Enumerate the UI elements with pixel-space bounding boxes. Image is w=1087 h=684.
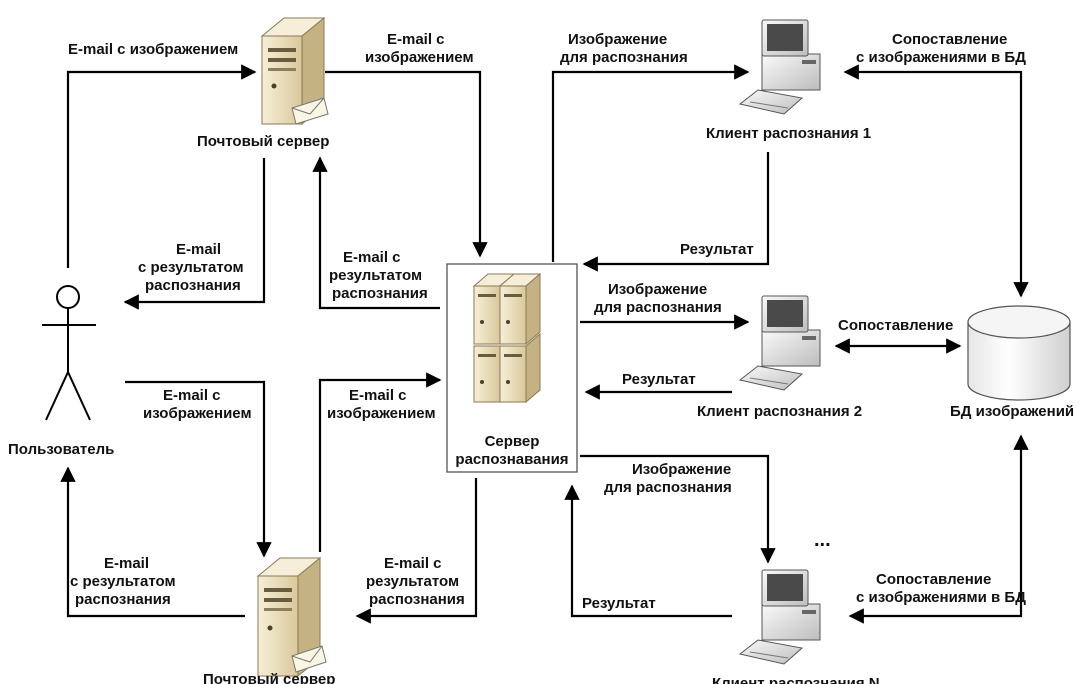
edge-label-mail-top-to-user-1: E-mail: [176, 241, 221, 258]
node-label-client-2: Клиент распознания 2: [697, 403, 862, 420]
node-label-client-n: Клиент распознания N: [712, 675, 880, 684]
client-1-computer-icon: [738, 19, 821, 115]
edge-label-server-to-client-n-2: для распознания: [604, 479, 732, 496]
arrow-client-1-result: [582, 152, 770, 272]
user-icon: [42, 285, 96, 421]
node-label-mail-server-top: Почтовый сервер: [197, 133, 329, 150]
ellipsis-more-clients: ...: [814, 529, 831, 551]
node-label-recognition-server-2: распознавания: [455, 451, 568, 468]
edge-label-server-to-client-1-1: Изображение: [568, 31, 667, 48]
node-label-client-1: Клиент распознания 1: [706, 125, 871, 142]
edge-label-mail-bottom-to-user-3: распознания: [75, 591, 171, 608]
edge-label-client-n-db-2: с изображениями в БД: [856, 589, 1026, 606]
edge-label-mail-bottom-to-server-2: изображением: [327, 405, 436, 422]
node-label-database: БД изображений: [950, 403, 1074, 420]
edge-label-server-to-mail-top-3: распознания: [332, 285, 428, 302]
node-label-user: Пользователь: [8, 441, 114, 458]
edge-label-server-to-client-1-2: для распознания: [560, 49, 688, 66]
edge-label-client-1-db-2: с изображениями в БД: [856, 49, 1026, 66]
recognition-server-icon: [472, 272, 542, 404]
arrow-server-to-mail-top: [312, 156, 440, 310]
edge-label-mail-bottom-to-user-2: с результатом: [70, 573, 176, 590]
edge-label-mail-top-to-user-2: с результатом: [138, 259, 244, 276]
edge-label-server-to-mail-top-2: результатом: [329, 267, 422, 284]
edge-label-server-to-client-n-1: Изображение: [632, 461, 731, 478]
edge-label-user-to-mail-bottom-2: изображением: [143, 405, 252, 422]
edge-label-server-to-mail-bottom-3: распознания: [369, 591, 465, 608]
edge-label-client-n-result: Результат: [582, 595, 656, 612]
edge-label-server-to-mail-bottom-2: результатом: [366, 573, 459, 590]
edge-label-mail-top-to-server-1: E-mail с: [387, 31, 445, 48]
arrow-server-to-mail-bottom: [355, 478, 478, 624]
arrow-mail-top-to-server: [325, 70, 488, 258]
edge-label-server-to-client-2-1: Изображение: [608, 281, 707, 298]
client-2-computer-icon: [738, 295, 821, 391]
arrow-client-1-db: [843, 64, 1029, 298]
edge-label-mail-top-to-server-2: изображением: [365, 49, 474, 66]
edge-label-client-1-db-1: Сопоставление: [892, 31, 1007, 48]
edge-label-user-to-mail-bottom-1: E-mail с: [163, 387, 221, 404]
arrow-client-n-result: [564, 484, 732, 618]
mail-server-bottom-icon: [256, 556, 327, 678]
arrow-user-to-mail-bottom: [125, 380, 272, 558]
arrow-server-to-client-n: [580, 454, 776, 564]
arrow-mail-bottom-to-user: [60, 466, 245, 618]
edge-label-client-1-result: Результат: [680, 241, 754, 258]
edge-label-client-2-db: Сопоставление: [838, 317, 953, 334]
edge-label-mail-top-to-user-3: распознания: [145, 277, 241, 294]
edge-label-server-to-mail-bottom-1: E-mail с: [384, 555, 442, 572]
database-icon: [967, 305, 1071, 401]
arrow-mail-top-to-user: [123, 158, 266, 310]
mail-server-top-icon: [260, 16, 329, 126]
edge-label-mail-bottom-to-user-1: E-mail: [104, 555, 149, 572]
edge-label-server-to-client-2-2: для распознания: [594, 299, 722, 316]
arrow-user-to-mail-top: [66, 64, 257, 268]
node-label-recognition-server-1: Сервер: [485, 433, 540, 450]
edge-label-client-n-db-1: Сопоставление: [876, 571, 991, 588]
edge-label-server-to-mail-top-1: E-mail с: [343, 249, 401, 266]
node-label-mail-server-bottom: Почтовый сервер: [203, 671, 335, 684]
edge-label-client-2-result: Результат: [622, 371, 696, 388]
arrow-mail-bottom-to-server: [318, 372, 442, 552]
client-n-computer-icon: [738, 569, 821, 665]
arrow-client-n-db: [848, 434, 1029, 624]
edge-label-mail-bottom-to-server-1: E-mail с: [349, 387, 407, 404]
arrow-server-to-client-1: [551, 64, 750, 262]
edge-label-user-to-mail-top: E-mail с изображением: [68, 41, 238, 58]
